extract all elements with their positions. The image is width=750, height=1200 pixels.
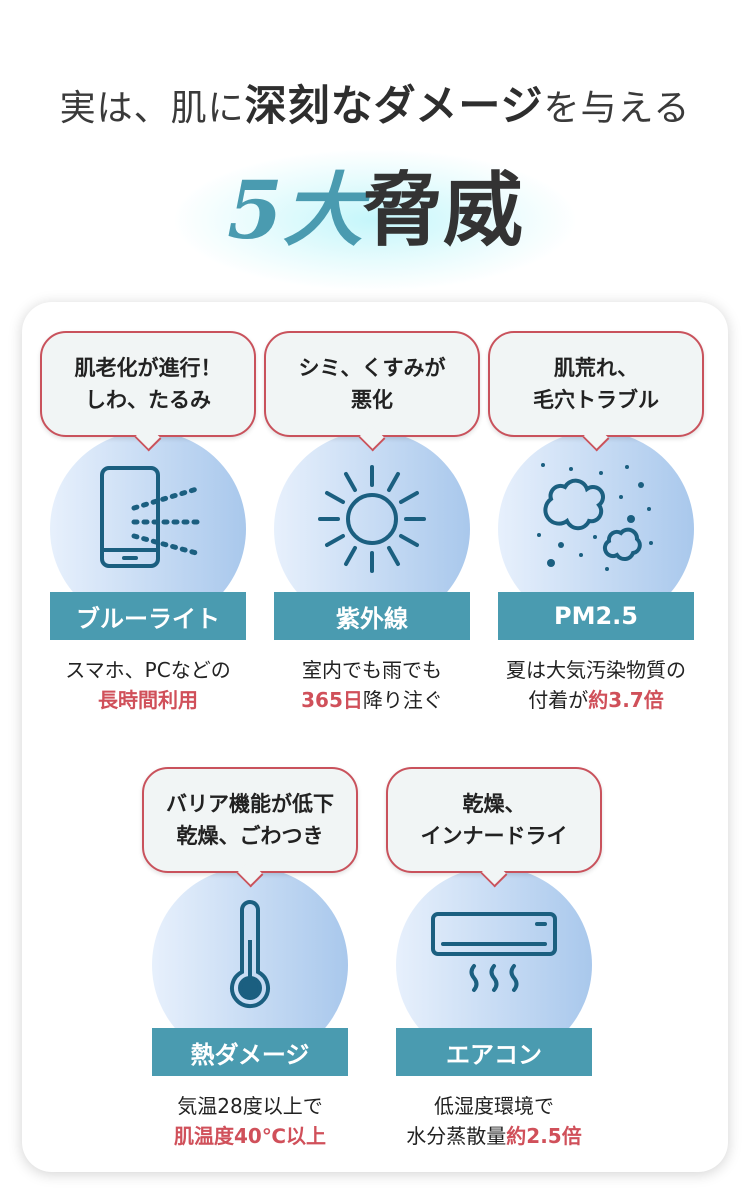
air-conditioner-icon <box>431 912 557 992</box>
thermometer-icon <box>230 900 270 1009</box>
threat-label: PM2.5 <box>498 592 694 640</box>
speech-bubble: 肌老化が進行！しわ、たるみ <box>40 331 256 437</box>
page-title: 5大脅威 <box>227 163 523 257</box>
threat-description: 気温28度以上で肌温度40℃以上 <box>173 1094 327 1148</box>
speech-bubble: シミ、くすみが悪化 <box>264 331 480 437</box>
threat-label: 紫外線 <box>274 592 470 640</box>
threat-description: 夏は大気汚染物質の付着が約3.7倍 <box>506 658 686 712</box>
speech-bubble: 肌荒れ、毛穴トラブル <box>488 331 704 437</box>
speech-bubble: バリア機能が低下乾燥、ごわつき <box>142 767 358 873</box>
threat-description: スマホ、PCなどの長時間利用 <box>65 658 231 712</box>
threat-label: 熱ダメージ <box>152 1028 348 1076</box>
threat-label: ブルーライト <box>50 592 246 640</box>
threat-blue-light: 肌老化が進行！しわ、たるみ ブルーライト スマホ、PCなどの長時間利用 <box>40 331 256 721</box>
threat-air-conditioner: 乾燥、インナードライ エアコン 低湿度環境で水分蒸散量約2.5倍 <box>386 767 602 1157</box>
sun-icon <box>318 465 426 573</box>
dust-particles-icon <box>537 463 653 571</box>
subtitle: 実は、肌に深刻なダメージを与える <box>59 81 691 130</box>
threat-pm25: 肌荒れ、毛穴トラブル PM2.5 夏は大気汚染物質の付着が約3.7倍 <box>488 331 704 721</box>
threat-heat: バリア機能が低下乾燥、ごわつき 熱ダメージ 気温28度以上で肌温度40℃以上 <box>142 767 358 1157</box>
title-glow <box>175 150 575 290</box>
smartphone-icon <box>100 466 207 568</box>
threat-label: エアコン <box>396 1028 592 1076</box>
speech-bubble: 乾燥、インナードライ <box>386 767 602 873</box>
threat-description: 低湿度環境で水分蒸散量約2.5倍 <box>406 1094 582 1148</box>
threats-card: 肌老化が進行！しわ、たるみ ブルーライト スマホ、PCなどの長時間利用 シミ、く… <box>22 302 728 1172</box>
